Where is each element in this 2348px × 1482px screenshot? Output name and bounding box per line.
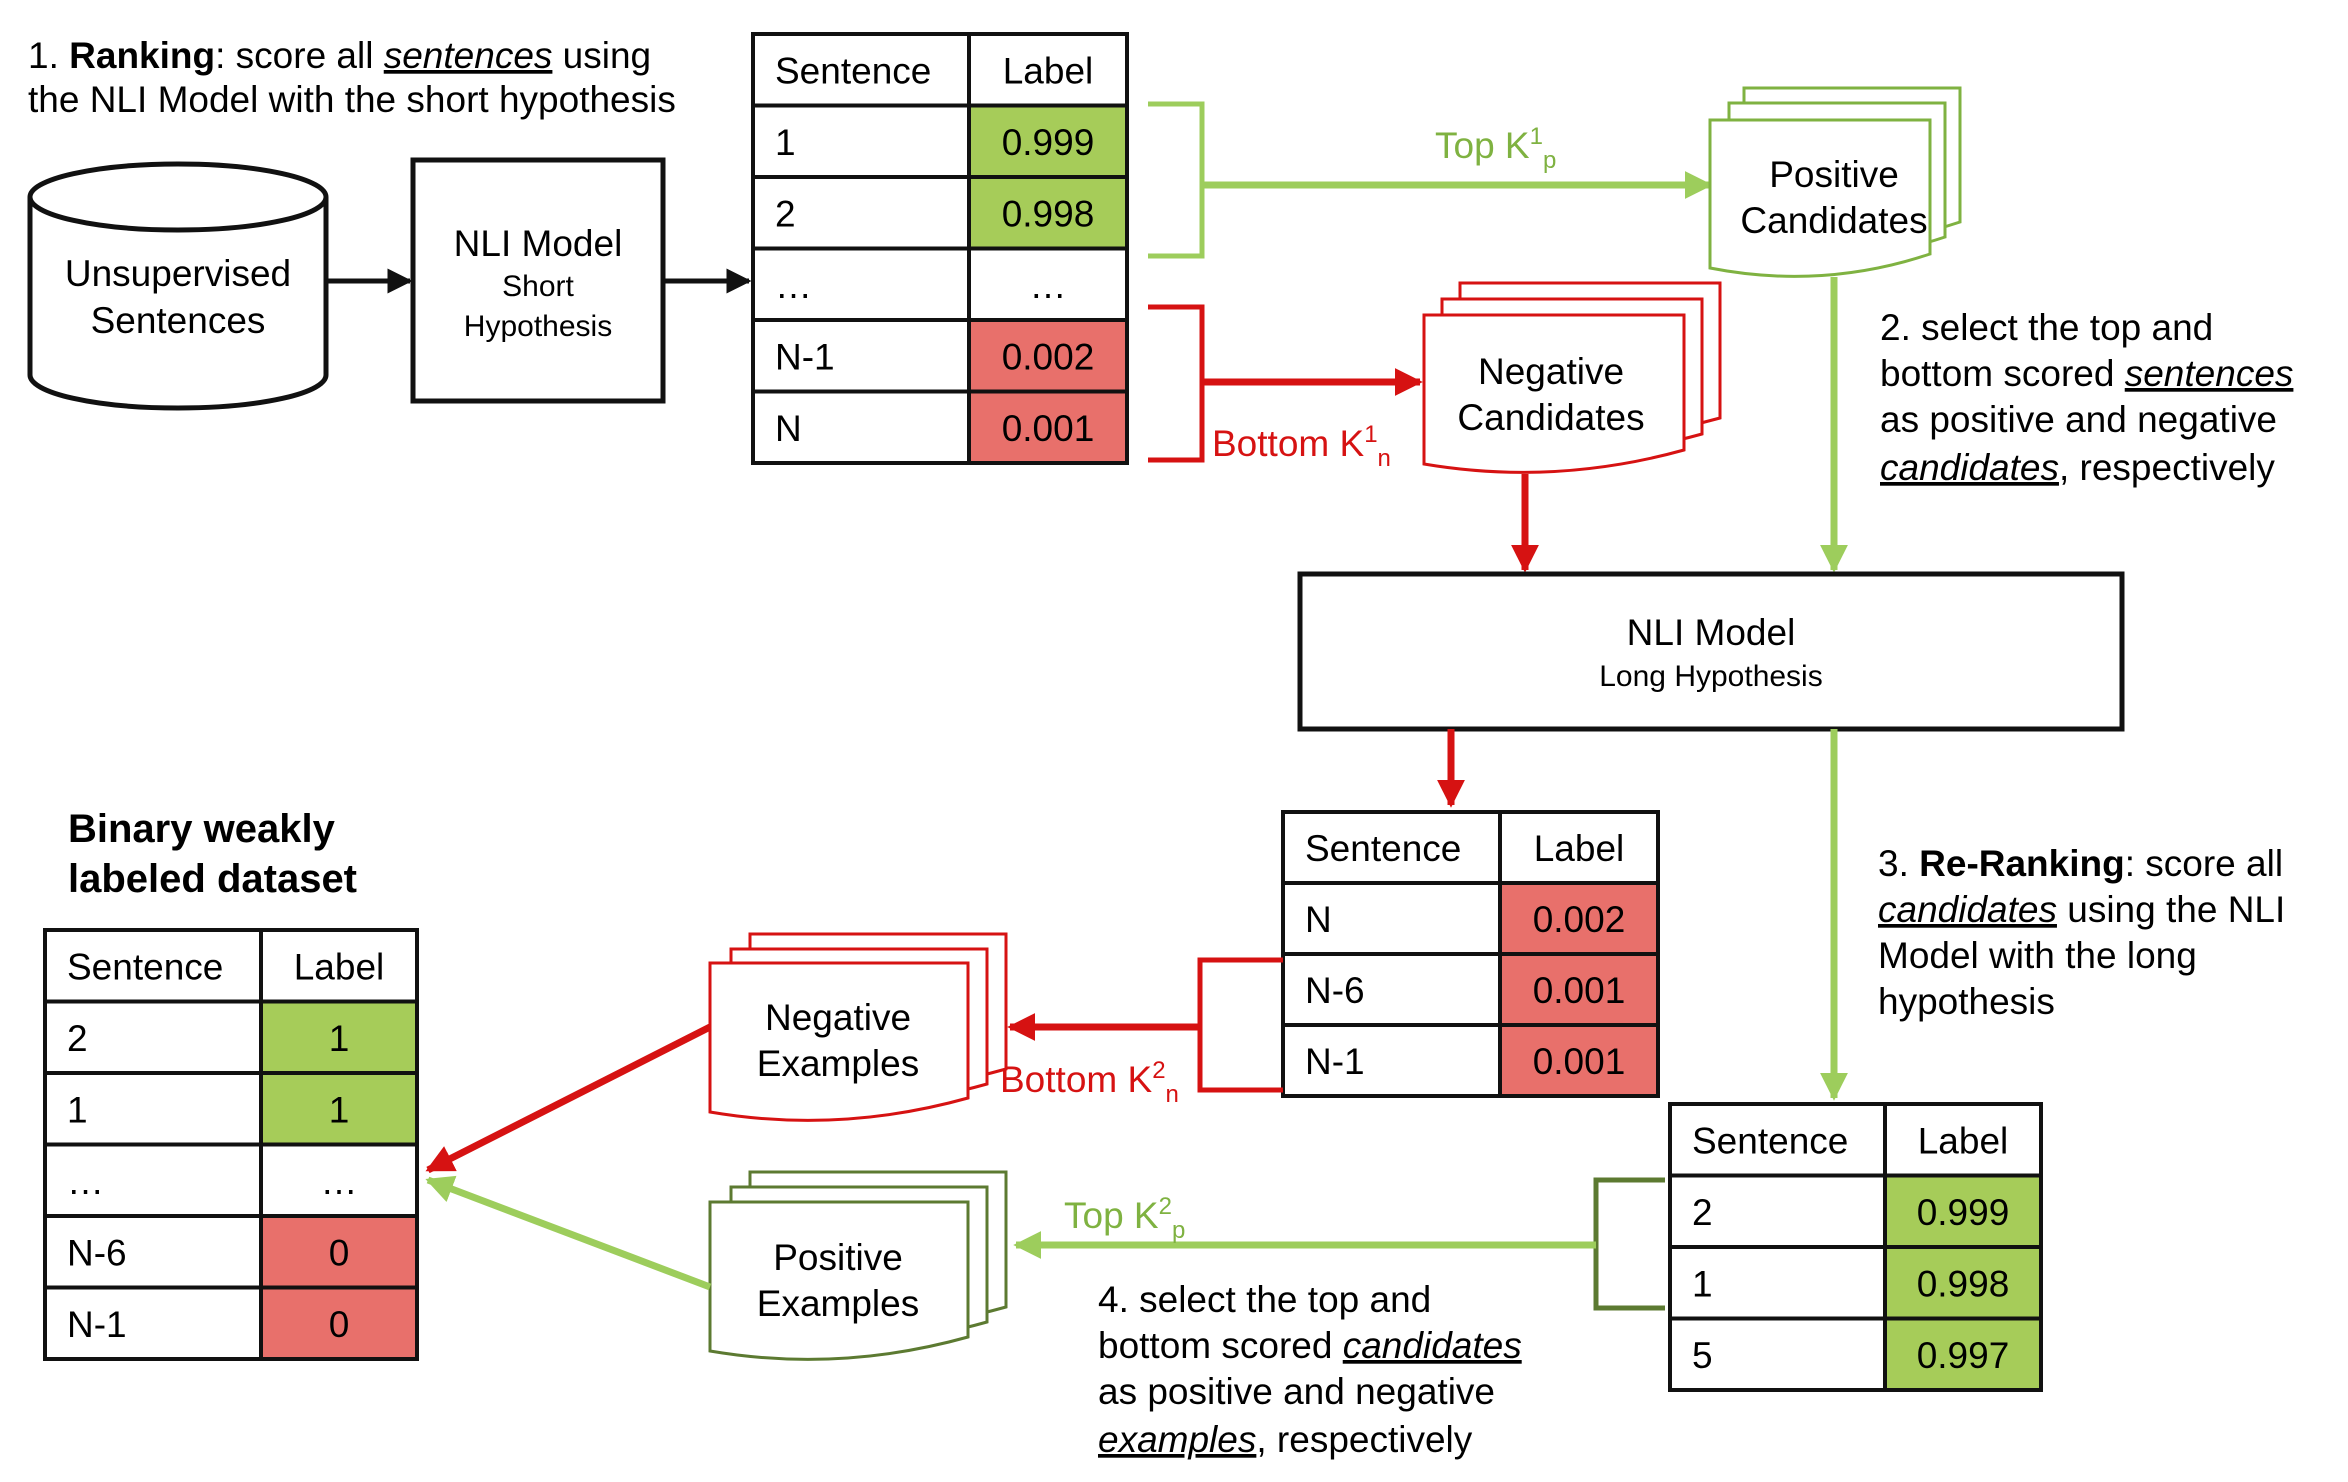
nli-model-long-box: NLI Model Long Hypothesis — [1297, 571, 2125, 732]
svg-text:candidates, respectively: candidates, respectively — [1880, 447, 2275, 488]
ranking-header-sentence: Sentence — [775, 50, 931, 91]
positive-examples-line1: Positive — [773, 1237, 903, 1278]
negative-candidates-docs: Negative Candidates — [1422, 281, 1722, 474]
nli-model-short-box: NLI Model Short Hypothesis — [410, 157, 666, 404]
step2-caption: 2. select the top and bottom scored sent… — [1880, 307, 2293, 488]
top-bracket-ranking — [1148, 101, 1205, 259]
neg-rerank-row-label: 0.002 — [1533, 899, 1626, 940]
nli-long-title: NLI Model — [1627, 612, 1796, 653]
final-row-label: 0 — [329, 1304, 350, 1345]
ranking-row-label: 0.998 — [1002, 193, 1095, 234]
bottom-k1-label: Bottom K1n — [1212, 421, 1391, 472]
neg-rerank-row-sentence: N-6 — [1305, 970, 1365, 1011]
final-header-sentence: Sentence — [67, 946, 223, 987]
ranking-row-label: 0.001 — [1002, 408, 1095, 449]
ranking-row-sentence: N — [775, 408, 802, 449]
negative-candidates-line2: Candidates — [1457, 397, 1644, 438]
pos-rerank-row-sentence: 2 — [1692, 1192, 1713, 1233]
final-row-label: 1 — [329, 1089, 350, 1130]
top-bracket-rerank — [1593, 1177, 1665, 1311]
step1-caption: 1. Ranking: score all sentences using — [28, 35, 651, 76]
final-row-label: 0 — [329, 1232, 350, 1273]
positive-candidates-line2: Candidates — [1740, 200, 1927, 241]
ranking-row-sentence: … — [775, 265, 812, 306]
ranking-row-label: 0.999 — [1002, 122, 1095, 163]
database-label-line2: Sentences — [91, 300, 266, 341]
neg-rerank-header-label: Label — [1534, 828, 1625, 869]
negative-examples-line2: Examples — [757, 1043, 919, 1084]
svg-text:bottom scored sentences: bottom scored sentences — [1880, 353, 2293, 394]
nli-short-title: NLI Model — [454, 223, 623, 264]
pos-rerank-row-label: 0.998 — [1917, 1263, 2010, 1304]
arrow-negex-to-final — [425, 1023, 712, 1174]
ranking-row-label: 0.002 — [1002, 336, 1095, 377]
positive-candidates-docs: Positive Candidates — [1708, 86, 1962, 278]
final-header-label: Label — [294, 946, 385, 987]
neg-rerank-row-label: 0.001 — [1533, 1041, 1626, 1082]
final-row-sentence: 2 — [67, 1018, 88, 1059]
step4-caption: 4. select the top and bottom scored cand… — [1098, 1279, 1522, 1460]
svg-text:bottom scored candidates: bottom scored candidates — [1098, 1325, 1522, 1366]
positive-examples-docs: Positive Examples — [708, 1170, 1008, 1361]
negative-examples-line1: Negative — [765, 997, 911, 1038]
negative-examples-docs: Negative Examples — [708, 932, 1008, 1122]
pos-rerank-row-sentence: 5 — [1692, 1335, 1713, 1376]
neg-rerank-row-label: 0.001 — [1533, 970, 1626, 1011]
final-row-sentence: N-1 — [67, 1304, 127, 1345]
positive-examples-line2: Examples — [757, 1283, 919, 1324]
nli-long-sub: Long Hypothesis — [1599, 660, 1822, 693]
ranking-row-sentence: 2 — [775, 193, 796, 234]
positive-candidates-line1: Positive — [1769, 154, 1899, 195]
ranking-row-label: … — [1030, 265, 1067, 306]
top-k1-label: Top K1p — [1435, 123, 1556, 174]
nli-short-sub2: Hypothesis — [464, 310, 612, 343]
bottom-k2-label: Bottom K2n — [1000, 1057, 1179, 1108]
final-row-sentence: N-6 — [67, 1232, 127, 1273]
pos-rerank-header-label: Label — [1918, 1120, 2009, 1161]
final-row-sentence: … — [67, 1161, 104, 1202]
bottom-bracket-ranking — [1148, 304, 1205, 463]
final-row-label: 1 — [329, 1018, 350, 1059]
neg-rerank-header-sentence: Sentence — [1305, 828, 1461, 869]
ranking-row-sentence: N-1 — [775, 336, 835, 377]
bottom-bracket-rerank — [1197, 957, 1283, 1093]
ranking-row-sentence: 1 — [775, 122, 796, 163]
svg-text:hypothesis: hypothesis — [1878, 981, 2055, 1022]
pos-rerank-row-sentence: 1 — [1692, 1263, 1713, 1304]
ranking-header-label: Label — [1003, 50, 1094, 91]
positive-rerank-table: Sentence Label 2 0.999 1 0.998 5 0.997 — [1668, 1102, 2043, 1392]
negative-candidates-line1: Negative — [1478, 351, 1624, 392]
neg-rerank-row-sentence: N-1 — [1305, 1041, 1365, 1082]
final-title-line2: labeled dataset — [68, 857, 357, 901]
pos-rerank-header-sentence: Sentence — [1692, 1120, 1848, 1161]
svg-text:as positive and negative: as positive and negative — [1880, 399, 2277, 440]
step1-caption-line2: the NLI Model with the short hypothesis — [28, 79, 676, 120]
svg-text:2. select the top and: 2. select the top and — [1880, 307, 2213, 348]
final-title-line1: Binary weakly — [68, 807, 336, 851]
pos-rerank-row-label: 0.999 — [1917, 1192, 2010, 1233]
svg-text:candidates using the NLI: candidates using the NLI — [1878, 889, 2285, 930]
final-row-sentence: 1 — [67, 1089, 88, 1130]
unsupervised-sentences-database: Unsupervised Sentences — [27, 161, 329, 411]
svg-text:Model with the long: Model with the long — [1878, 935, 2197, 976]
svg-text:3. Re-Ranking: score all: 3. Re-Ranking: score all — [1878, 843, 2283, 884]
top-k2-label: Top K2p — [1064, 1193, 1185, 1244]
pos-rerank-row-label: 0.997 — [1917, 1335, 2010, 1376]
nli-short-sub1: Short — [502, 270, 574, 303]
svg-text:examples, respectively: examples, respectively — [1098, 1419, 1473, 1460]
svg-text:4. select the top and: 4. select the top and — [1098, 1279, 1431, 1320]
svg-text:as positive and negative: as positive and negative — [1098, 1371, 1495, 1412]
final-row-label: … — [321, 1161, 358, 1202]
neg-rerank-row-sentence: N — [1305, 899, 1332, 940]
step3-caption: 3. Re-Ranking: score all candidates usin… — [1878, 843, 2285, 1022]
arrow-posex-to-final — [425, 1175, 712, 1291]
database-label-line1: Unsupervised — [65, 253, 291, 294]
